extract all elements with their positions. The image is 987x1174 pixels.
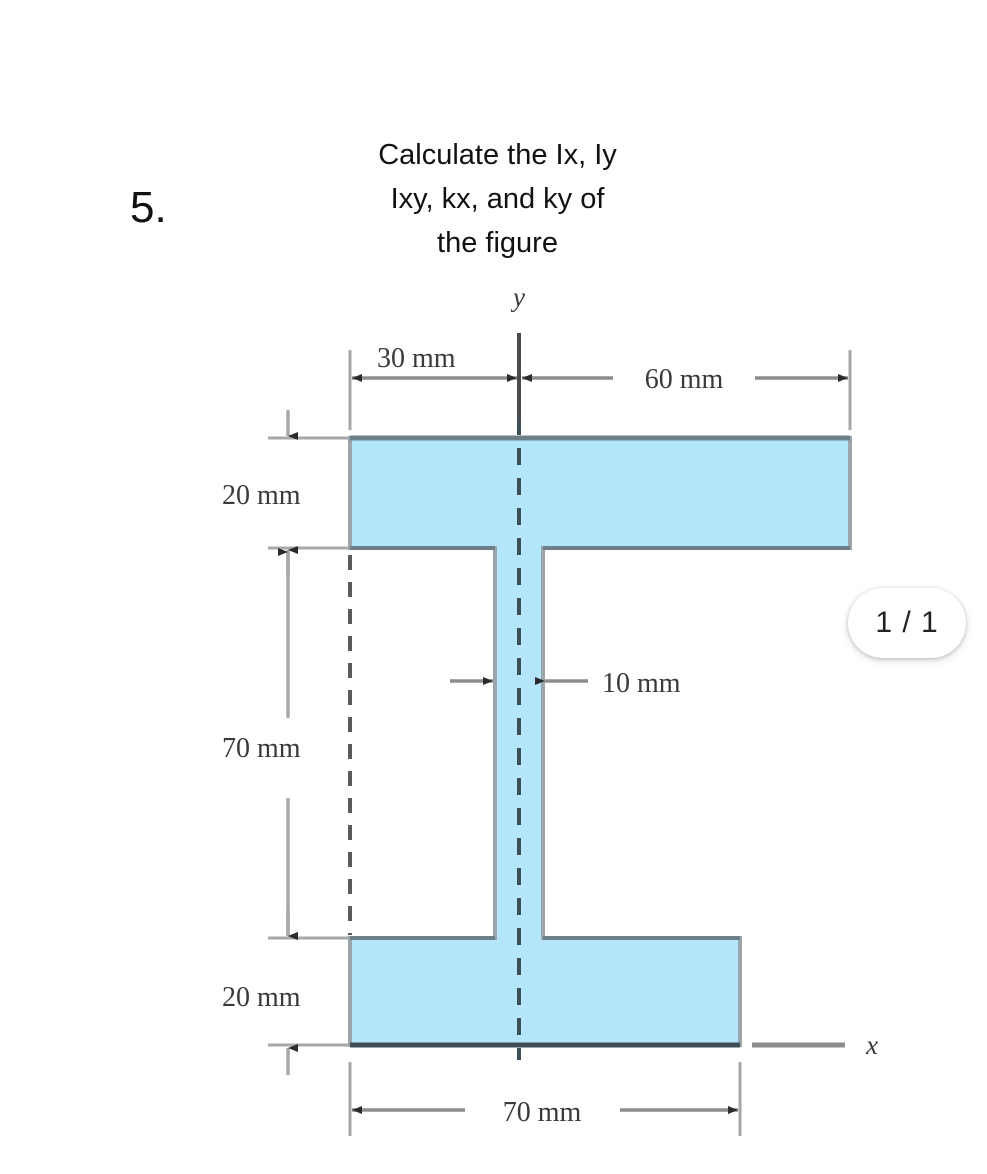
dim-60mm-label: 60 mm [645,364,724,395]
dim-20mm-bottom-label: 20 mm [222,982,301,1013]
top-dimension-group: 30 mm 60 mm [348,343,852,430]
question-title: Calculate the Ix, Iy Ixy, kx, and ky of … [378,139,617,259]
dim-70mm-width-label: 70 mm [503,1097,582,1128]
dim-20mm-top-label: 20 mm [222,480,301,511]
beam-body [348,435,852,1048]
question-number: 5. [130,183,167,232]
dim-70mm-height-label: 70 mm [222,733,301,764]
y-axis-centerline: y [510,282,525,1060]
page-indicator-badge[interactable]: 1 / 1 [848,588,966,658]
x-axis-label: x [865,1030,878,1060]
dim-10mm-label: 10 mm [602,668,681,699]
web-thickness-dimension: 10 mm [450,668,681,699]
beam-fill [348,436,852,1047]
left-dimension-group: 20 mm 70 mm 20 mm [222,410,348,1075]
y-axis-label: y [510,282,525,312]
bottom-dimension-group: 70 mm [348,1062,742,1136]
page-indicator-label: 1 / 1 [875,606,939,639]
dim-30mm-label: 30 mm [377,343,456,374]
x-axis: x [752,1030,878,1060]
